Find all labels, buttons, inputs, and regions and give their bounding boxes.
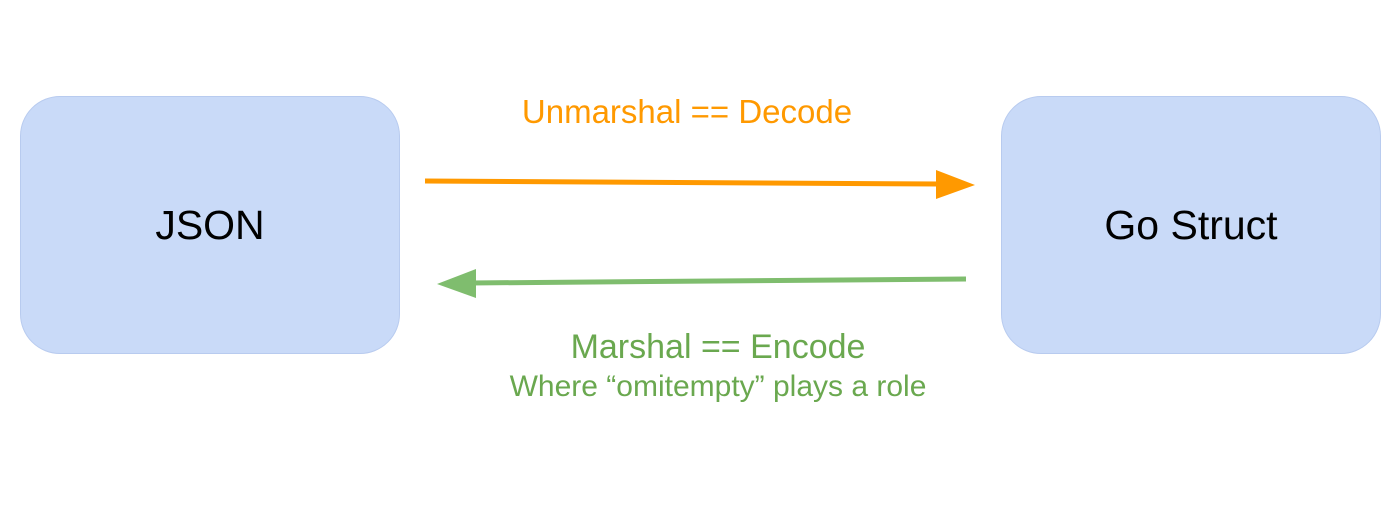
marshal-label: Marshal == Encode <box>570 328 866 366</box>
unmarshal-label: Unmarshal == Decode <box>521 93 853 130</box>
json-node: JSON <box>20 96 400 354</box>
marshal-arrow <box>437 269 967 298</box>
marshal-sublabel: Where “omitempty” plays a role <box>509 370 927 403</box>
marshal-arrow-head <box>437 269 476 298</box>
json-node-label: JSON <box>155 201 265 248</box>
unmarshal-arrow-shaft <box>424 178 941 187</box>
marshal-arrow-shaft <box>469 276 967 286</box>
unmarshal-arrow <box>424 170 975 199</box>
go-struct-node-label: Go Struct <box>1104 201 1278 248</box>
go-struct-node: Go Struct <box>1001 96 1381 354</box>
unmarshal-arrow-head <box>936 170 975 199</box>
